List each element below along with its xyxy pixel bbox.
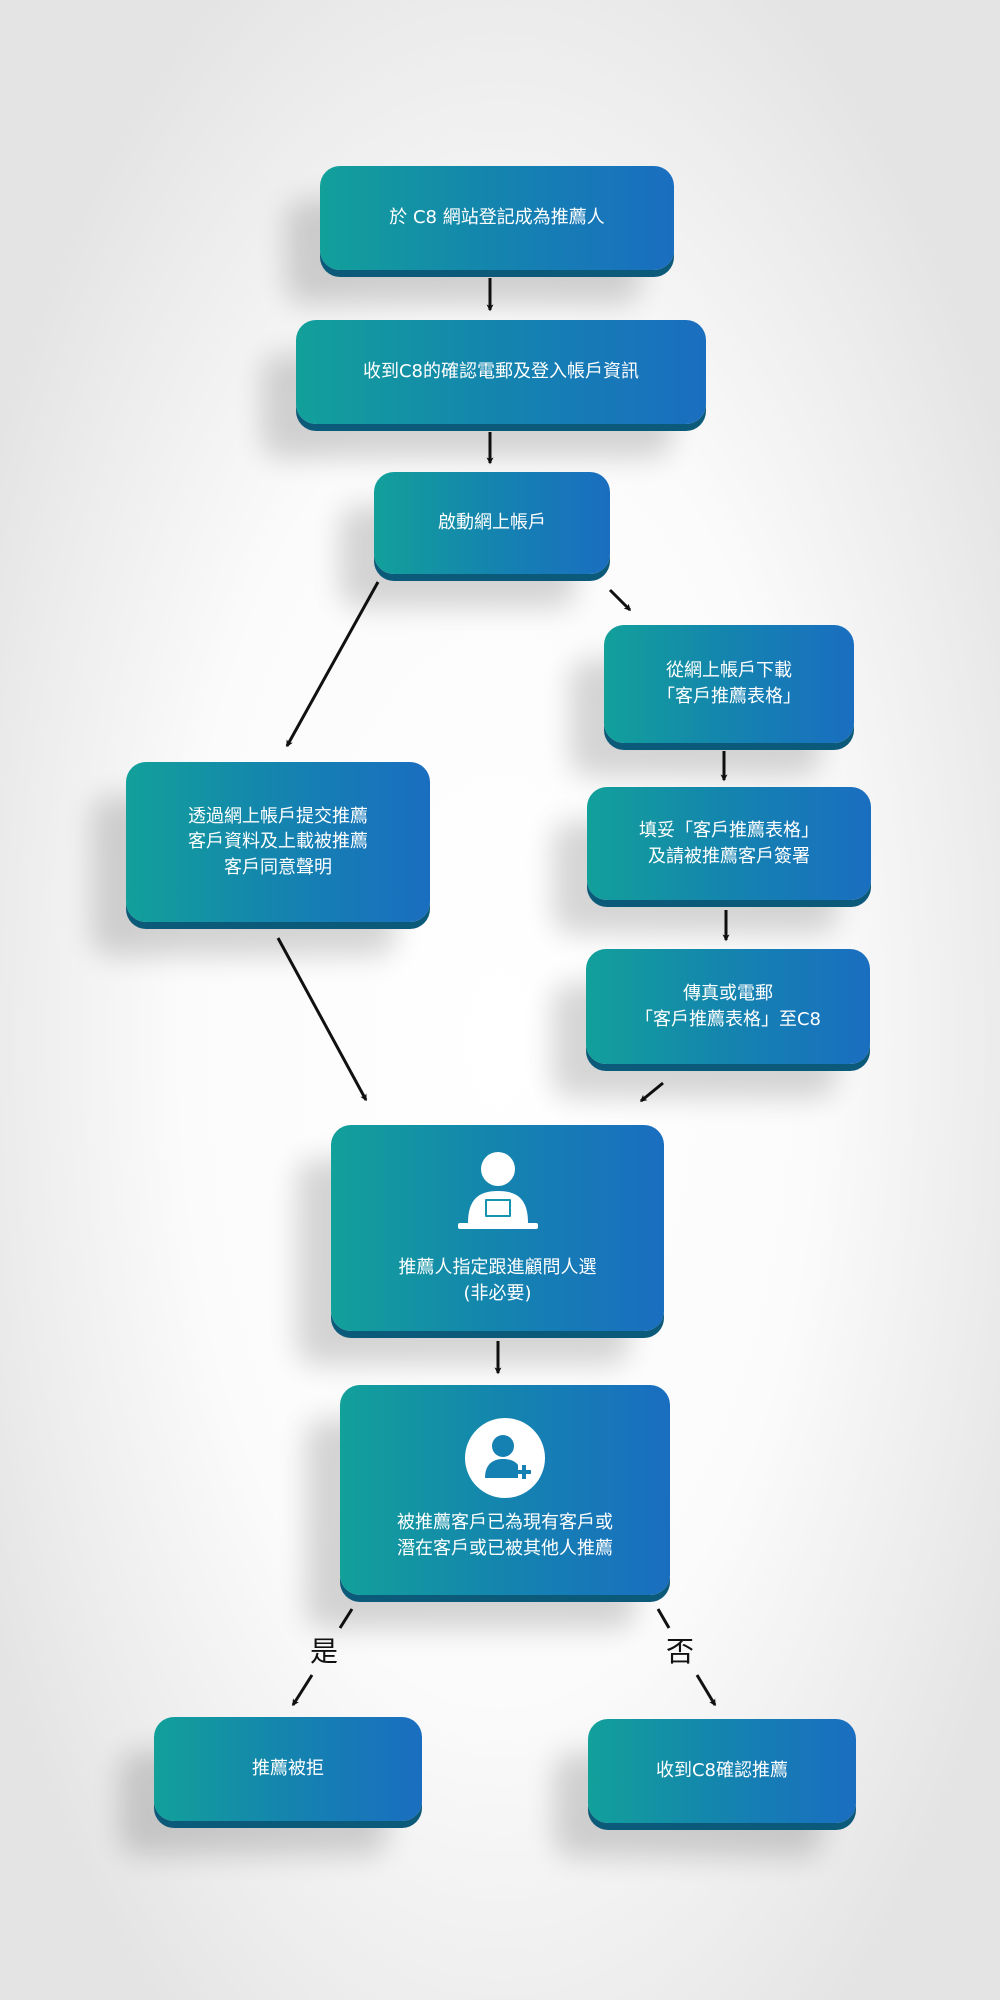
arrow-activate-to-submit <box>285 581 380 748</box>
step-existing-client-check: 被推薦客戶已為現有客戶或 潛在客戶或已被其他人推薦 <box>340 1385 670 1595</box>
step-accepted: 收到C8確認推薦 <box>588 1719 856 1823</box>
step-register-label: 於 C8 網站登記成為推薦人 <box>389 207 605 229</box>
arrow-check-to-accepted <box>695 1674 717 1707</box>
arrow-activate-to-download <box>608 588 632 612</box>
arrow-check-to-rejected-upper <box>338 1608 354 1629</box>
arrow-check-to-accepted-upper <box>656 1608 671 1629</box>
arrow-check-to-rejected <box>291 1674 314 1707</box>
add-user-icon <box>465 1418 545 1499</box>
step-activate-account-label: 啟動網上帳戶 <box>438 512 546 534</box>
step-fill-form-label: 填妥「客戶推薦表格」 及請被推薦客戶簽署 <box>639 819 819 867</box>
arrow-submit-to-assign <box>276 937 368 1102</box>
step-download-form-label: 從網上帳戶下載 「客戶推薦表格」 <box>657 660 801 707</box>
step-submit-online-label: 透過網上帳戶提交推薦 客戶資料及上載被推薦 客戶同意聲明 <box>188 805 368 878</box>
step-accepted-label: 收到C8確認推薦 <box>655 1760 789 1782</box>
step-assign-advisor: 推薦人指定跟進顧問人選 (非必要) <box>331 1125 664 1331</box>
arrow-fax-to-assign <box>639 1081 664 1103</box>
step-download-form: 從網上帳戶下載 「客戶推薦表格」 <box>604 625 854 743</box>
step-confirm-email-label: 收到C8的確認電郵及登入帳戶資訊 <box>362 361 640 383</box>
step-confirm-email: 收到C8的確認電郵及登入帳戶資訊 <box>296 320 706 424</box>
step-fax-email-label: 傳真或電郵 「客戶推薦表格」至C8 <box>634 982 822 1030</box>
step-activate-account: 啟動網上帳戶 <box>374 472 610 574</box>
branch-no-label: 否 <box>666 1635 695 1668</box>
step-rejected: 推薦被拒 <box>154 1717 422 1821</box>
step-fax-email: 傳真或電郵 「客戶推薦表格」至C8 <box>586 949 870 1064</box>
step-existing-client-check-label: 被推薦客戶已為現有客戶或 潛在客戶或已被其他人推薦 <box>397 1512 613 1559</box>
person-at-desk-icon <box>455 1149 541 1235</box>
step-assign-advisor-label: 推薦人指定跟進顧問人選 (非必要) <box>398 1257 597 1304</box>
branch-yes-label: 是 <box>310 1635 339 1668</box>
step-register: 於 C8 網站登記成為推薦人 <box>320 166 674 270</box>
step-rejected-label: 推薦被拒 <box>252 1758 324 1780</box>
step-fill-form: 填妥「客戶推薦表格」 及請被推薦客戶簽署 <box>587 787 871 900</box>
step-submit-online: 透過網上帳戶提交推薦 客戶資料及上載被推薦 客戶同意聲明 <box>126 762 430 922</box>
